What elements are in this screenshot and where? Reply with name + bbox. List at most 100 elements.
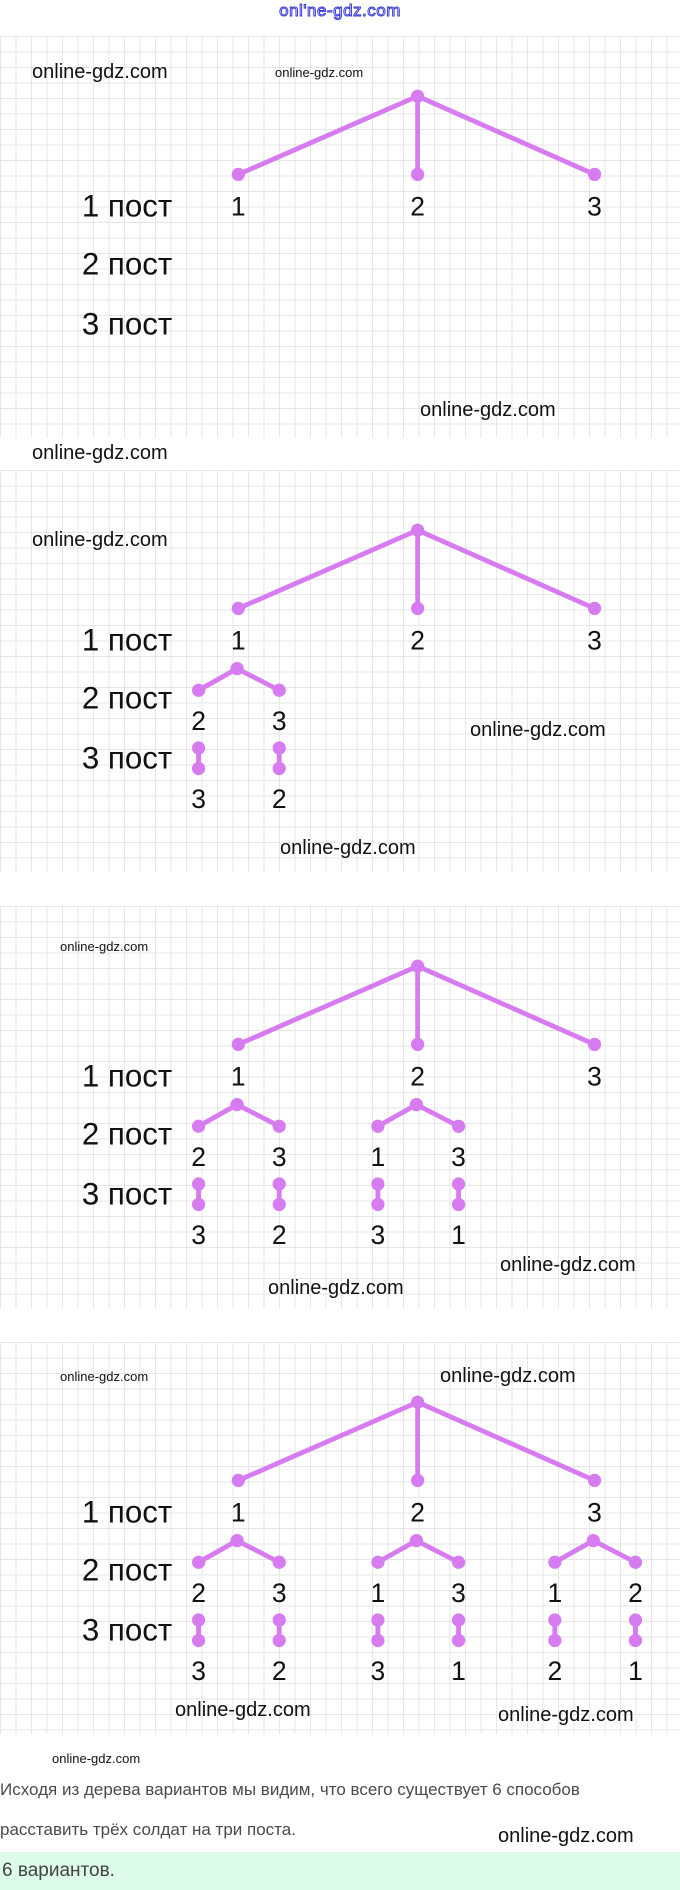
- tree-node: [371, 1119, 385, 1133]
- tree-node: [191, 1613, 206, 1627]
- tree-edge: [414, 1102, 461, 1129]
- tree-node: [548, 1633, 562, 1648]
- tree-edge: [415, 527, 597, 611]
- watermark-text: online-gdz.com: [440, 1365, 576, 1387]
- tree-edge: [375, 1102, 419, 1129]
- tree-node: [191, 741, 206, 755]
- tree-node: [411, 959, 425, 973]
- second-post-value: 1: [547, 1578, 562, 1608]
- first-post-value: 3: [587, 191, 602, 221]
- second-post-value: 3: [451, 1578, 466, 1608]
- tree-edge: [375, 1538, 419, 1565]
- tree-node: [586, 1533, 600, 1548]
- third-post-value: 3: [191, 1220, 206, 1250]
- tree-edge: [234, 1538, 282, 1565]
- tree-node: [409, 1533, 424, 1548]
- first-post-value: 2: [410, 625, 425, 655]
- post-label: 3 пост: [82, 1612, 172, 1647]
- post-label: 2 пост: [82, 246, 172, 281]
- answer-box: 6 вариантов.: [0, 1852, 680, 1890]
- tree-node: [272, 1633, 286, 1648]
- tree-node: [191, 683, 206, 697]
- watermark-text: online-gdz.com: [498, 1704, 634, 1726]
- tree-edge: [196, 1102, 240, 1129]
- second-post-value: 3: [272, 1142, 287, 1172]
- second-post-value: 2: [628, 1578, 643, 1608]
- watermark-text: online-gdz.com: [32, 529, 168, 551]
- second-post-value: 3: [451, 1142, 466, 1172]
- tree-edge: [590, 1538, 638, 1565]
- tree-node: [451, 1613, 466, 1627]
- watermark-text: online-gdz.com: [60, 939, 149, 954]
- post-label: 2 пост: [82, 1552, 172, 1587]
- tree-edge: [234, 666, 282, 693]
- third-post-value: 2: [547, 1656, 562, 1686]
- first-post-value: 3: [587, 625, 602, 655]
- first-post-value: 2: [410, 191, 425, 221]
- watermark-text: online-gdz.com: [175, 1699, 311, 1721]
- third-post-value: 3: [371, 1220, 386, 1250]
- post-label: 1 пост: [82, 189, 172, 224]
- tree-node: [272, 1197, 286, 1212]
- tree-edge: [234, 1102, 282, 1129]
- tree-node: [371, 1177, 385, 1191]
- tree-node: [587, 601, 602, 616]
- first-post-value: 2: [410, 1061, 425, 1091]
- tree-node: [628, 1555, 643, 1569]
- second-post-value: 2: [191, 706, 206, 736]
- tree-edge: [235, 527, 421, 611]
- tree-node: [371, 1633, 385, 1648]
- watermark-text: online-gdz.com: [500, 1254, 636, 1276]
- tree-node: [272, 741, 286, 755]
- tree-node: [191, 1177, 206, 1191]
- tree-node: [371, 1613, 385, 1627]
- watermark-text: online-gdz.com: [498, 1825, 634, 1847]
- third-post-value: 3: [191, 784, 206, 814]
- tree-node: [231, 601, 245, 616]
- tree-node: [191, 1633, 206, 1648]
- tree-edge: [414, 1538, 461, 1565]
- tree-node: [191, 761, 206, 776]
- third-post-value: 1: [628, 1656, 643, 1686]
- tree-node: [409, 1097, 424, 1112]
- site-header-watermark: onl'ne-gdz.com: [279, 1, 401, 21]
- first-post-value: 1: [231, 625, 246, 655]
- second-post-value: 1: [371, 1578, 386, 1608]
- tree-node: [451, 1177, 466, 1191]
- tree-node: [548, 1613, 562, 1627]
- tree-node: [272, 1555, 286, 1569]
- tree-node: [191, 1197, 206, 1212]
- tree-edge: [196, 666, 240, 693]
- tree-node: [231, 167, 245, 182]
- tree-edge: [415, 93, 597, 177]
- tree-node: [272, 1613, 286, 1627]
- first-post-value: 2: [410, 1497, 425, 1527]
- second-post-value: 3: [272, 1578, 287, 1608]
- post-label: 3 пост: [82, 740, 172, 775]
- tree-node: [272, 1119, 286, 1133]
- tree-node: [587, 1473, 602, 1488]
- watermark-text: online-gdz.com: [52, 1751, 141, 1766]
- tree-node: [587, 167, 602, 182]
- tree-node: [230, 1097, 244, 1112]
- watermark-text: online-gdz.com: [32, 442, 168, 464]
- post-label: 3 пост: [82, 1176, 172, 1211]
- third-post-value: 1: [451, 1220, 466, 1250]
- tree-node: [191, 1119, 206, 1133]
- second-post-value: 1: [371, 1142, 386, 1172]
- tree-node: [231, 1473, 245, 1488]
- tree-node: [371, 1197, 385, 1212]
- third-post-value: 1: [451, 1656, 466, 1686]
- tree-node: [451, 1555, 466, 1569]
- tree-node: [231, 1037, 245, 1052]
- tree-edge: [552, 1538, 596, 1565]
- tree-node: [371, 1555, 385, 1569]
- watermark-text: online-gdz.com: [32, 61, 168, 83]
- tree-edge: [235, 1399, 421, 1483]
- watermark-text: online-gdz.com: [470, 719, 606, 741]
- tree-node: [451, 1197, 466, 1212]
- watermark-text: online-gdz.com: [268, 1277, 404, 1299]
- tree-edge: [235, 93, 421, 177]
